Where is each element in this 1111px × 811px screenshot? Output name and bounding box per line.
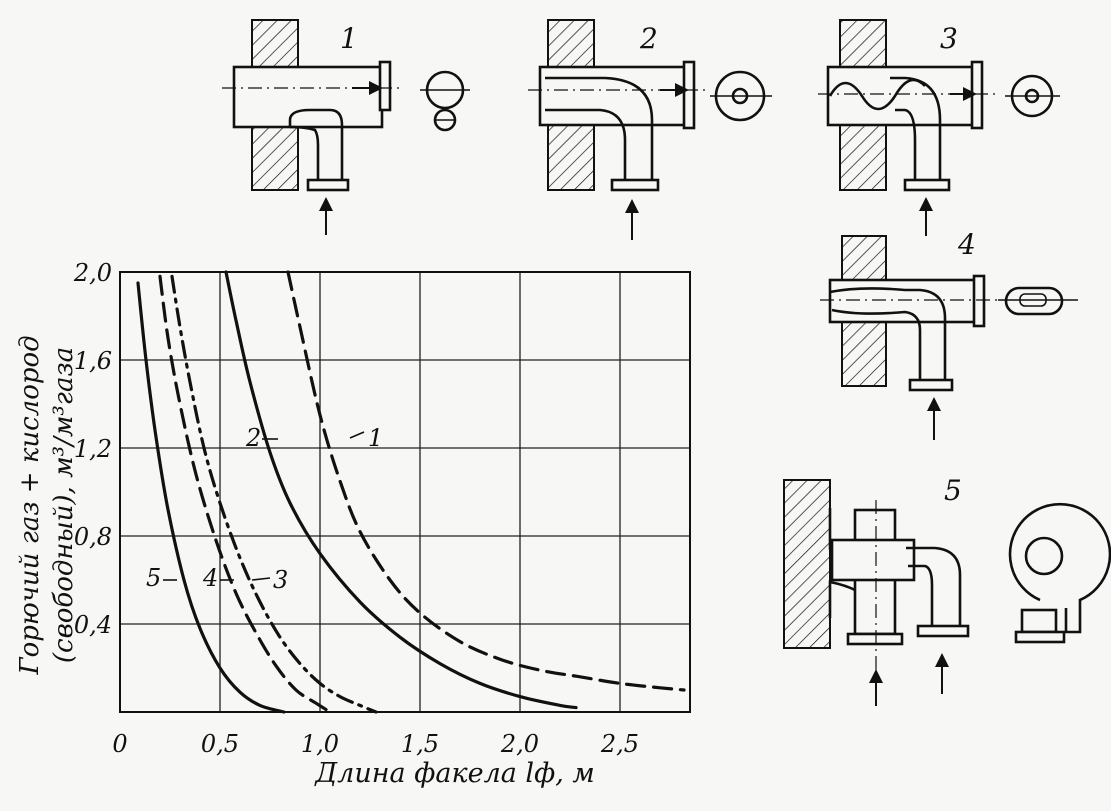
wall-section [783, 479, 831, 649]
flame-length-chart: 0 0,5 1,0 1,5 2,0 2,5 0,4 0,8 1,2 1,6 2,0 Длина ф… [15, 259, 691, 789]
x-tick-label-4: 2,0 [500, 730, 539, 758]
swirl-insert [828, 78, 926, 111]
y-tick-label-1: 0,8 [74, 523, 112, 551]
volute-flange [1014, 630, 1066, 644]
plot-frame [119, 271, 691, 713]
y-axis-label: Горючий газ + кислород (свободный), м³/м… [15, 335, 79, 675]
gas-flange [306, 178, 350, 192]
x-tick-label-5: 2,5 [600, 730, 639, 758]
figure-label-2: 2 [639, 22, 658, 55]
gas-elbow-outer [829, 287, 947, 380]
burner-barrel [830, 538, 916, 582]
x-tick-label-0: 0 [112, 730, 127, 758]
pipe-flange [682, 60, 696, 130]
burner-schematic-1: 1 [222, 19, 470, 235]
y-axis-label-line-1: Горючий газ + кислород [15, 335, 45, 675]
series-label-1: 1 [368, 424, 383, 452]
y-tick-label-4: 2,0 [73, 259, 112, 287]
gas-elbow-outer [890, 76, 942, 180]
gas-flange [916, 624, 970, 638]
figure-label-1: 1 [340, 22, 358, 55]
burner-pipe [828, 278, 978, 324]
series-line-2 [224, 270, 578, 710]
y-tick-label-0: 0,4 [74, 611, 112, 639]
y-tick-label-2: 1,2 [74, 435, 112, 463]
series-line-4 [158, 274, 332, 714]
series-line-3 [170, 274, 378, 714]
gas-elbow-inner [895, 108, 917, 180]
chart-grid [119, 271, 690, 712]
gas-elbow-outer [906, 546, 962, 626]
pipe-flange [970, 60, 984, 130]
x-tick-label-3: 1,5 [401, 730, 439, 758]
volute-nozzle [1024, 536, 1064, 576]
chart-series [136, 270, 686, 714]
burner-pipe [826, 65, 976, 127]
y-tick-labels: 0,4 0,8 1,2 1,6 2,0 [73, 259, 112, 639]
series-label-4: 4 [202, 564, 218, 592]
figure-label-5: 5 [944, 474, 962, 507]
pipe-flange [378, 60, 392, 112]
pipe-flange [972, 274, 986, 328]
burner-cone-bottom [828, 580, 856, 618]
y-axis-label-line-2: (свободный), м³/м³газа [49, 347, 79, 663]
volute-inlet-pipe [1020, 608, 1058, 634]
x-tick-labels: 0 0,5 1,0 1,5 2,0 2,5 [112, 730, 639, 758]
x-tick-label-1: 0,5 [201, 730, 239, 758]
y-tick-label-3: 1,6 [74, 347, 112, 375]
end-view-nozzle [433, 108, 457, 132]
air-flange [846, 632, 904, 646]
gas-flange [610, 178, 660, 192]
series-label-2: 2 [245, 424, 261, 452]
series-label-3-leader [251, 577, 271, 581]
series-line-5 [136, 281, 286, 714]
burner-schematic-5: 5 [783, 474, 1111, 706]
series-label-3: 3 [273, 566, 288, 594]
gas-elbow-outer [288, 108, 344, 180]
x-axis-label: Длина факела lф, м [314, 758, 595, 789]
end-view-slot [1004, 286, 1064, 316]
series-line-1 [286, 270, 686, 692]
figure-label-3: 3 [940, 22, 958, 55]
series-label-1-leader [349, 431, 365, 439]
gas-elbow-inner [289, 125, 320, 180]
burner-pipe [232, 65, 384, 129]
gas-flange [903, 178, 951, 192]
figure-label-4: 4 [957, 228, 976, 261]
gas-flange [908, 378, 954, 392]
gas-elbow-inner [545, 108, 627, 180]
burner-pipe [538, 65, 688, 127]
volute-casing [1008, 502, 1111, 634]
burner-schematic-3: 3 [818, 19, 1060, 236]
series-label-5: 5 [146, 564, 161, 592]
burner-schematic-2: 2 [528, 19, 772, 240]
gas-elbow-inner [831, 308, 922, 380]
gas-elbow-inner [908, 564, 934, 626]
burner-schematic-4: 4 [820, 228, 1078, 440]
x-tick-label-2: 1,0 [301, 730, 339, 758]
